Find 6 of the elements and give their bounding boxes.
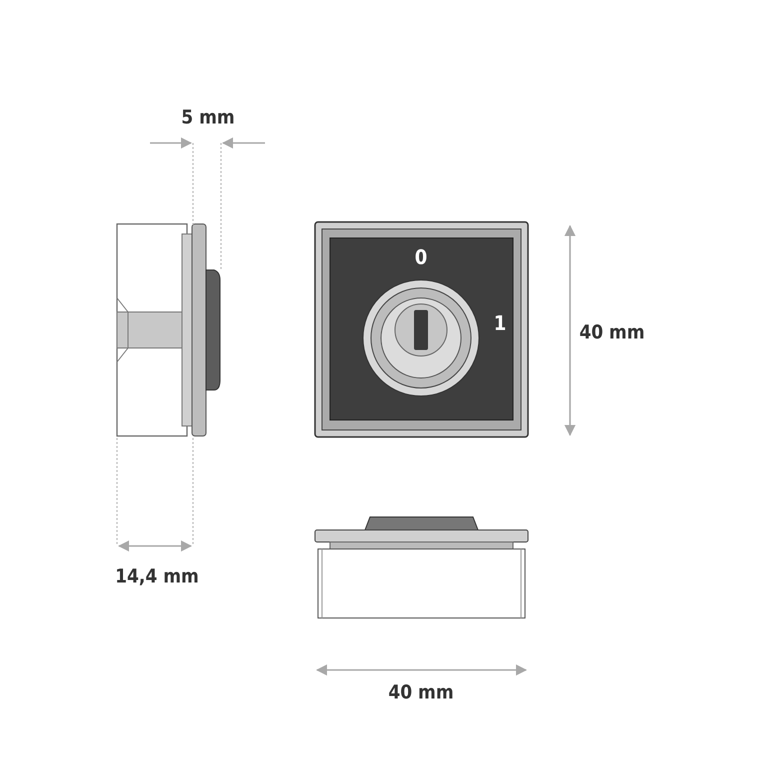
position-label: 0: [414, 247, 428, 267]
position-label: 1: [494, 313, 506, 333]
dimension-label: 5 mm: [181, 108, 235, 128]
dimension-label: 14,4 mm: [115, 568, 199, 586]
dimension-label: 40 mm: [388, 684, 454, 702]
dimension-label: 40 mm: [579, 324, 645, 342]
